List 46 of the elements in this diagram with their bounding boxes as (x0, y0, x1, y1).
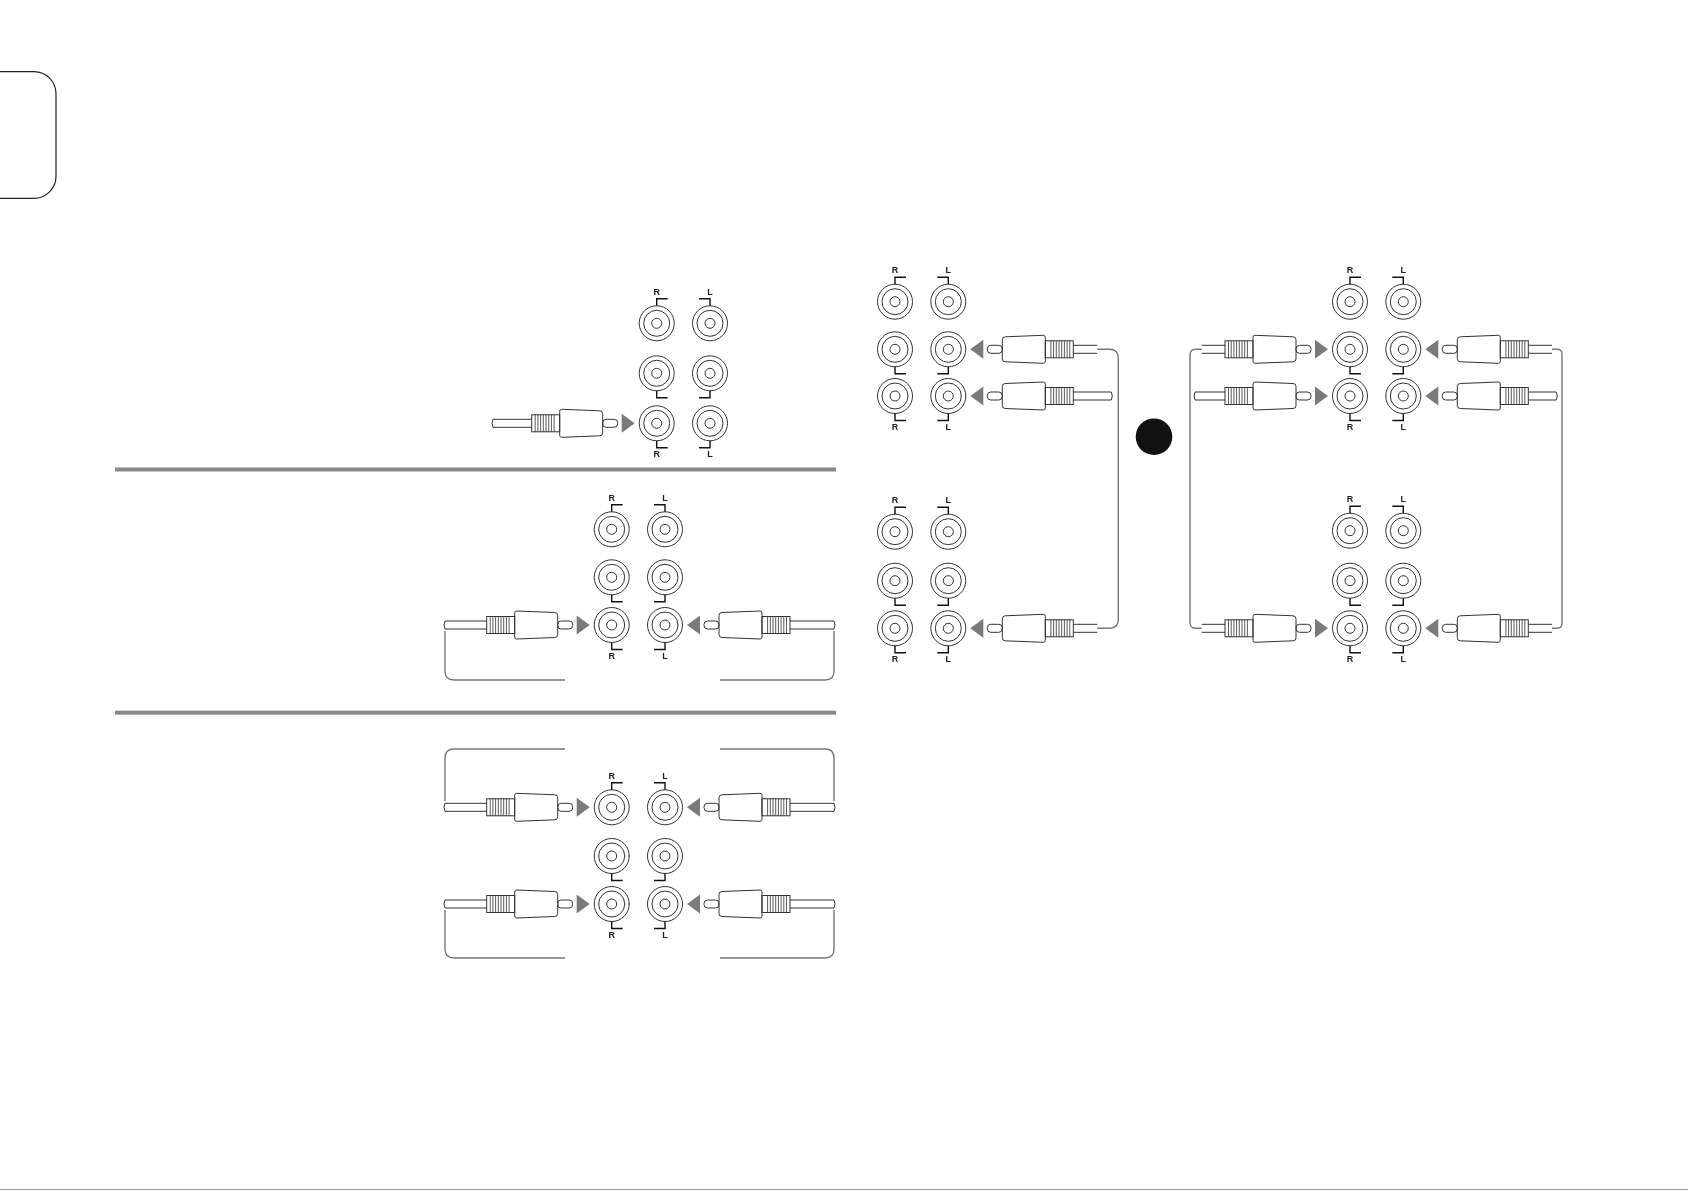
channel-label: L (662, 651, 668, 661)
channel-label: L (1400, 494, 1407, 504)
rca-plug-icon (491, 408, 619, 438)
rca-plug-icon (986, 381, 1113, 411)
channel-label: R (891, 265, 899, 275)
channel-label: R (1346, 265, 1354, 275)
cable-line (1189, 348, 1203, 629)
channel-label: L (1400, 265, 1407, 275)
rca-plug-icon (443, 792, 574, 822)
channel-label: L (707, 449, 713, 459)
rca-plug-icon (1441, 381, 1558, 411)
rca-plug-icon (1201, 334, 1312, 364)
channel-label: L (662, 771, 668, 781)
channel-label: L (945, 495, 952, 505)
channel-label: R (891, 422, 899, 432)
rca-plug-icon (703, 792, 836, 822)
channel-label: R (608, 651, 615, 661)
channel-label: R (891, 495, 899, 505)
channel-label: R (1346, 422, 1354, 432)
channel-label: R (653, 287, 660, 297)
channel-label: L (662, 493, 668, 503)
rca-plug-icon (1441, 334, 1553, 364)
channel-label: L (707, 287, 713, 297)
cable-line (1551, 348, 1563, 629)
channel-label: L (945, 654, 952, 664)
rca-plug-icon (443, 889, 574, 919)
rca-plug-icon (1193, 381, 1312, 411)
channel-label: R (608, 493, 615, 503)
channel-label: R (891, 654, 899, 664)
rca-plug-icon (703, 610, 836, 640)
channel-label: R (1346, 654, 1354, 664)
channel-label: R (608, 930, 615, 940)
rca-plug-icon (1201, 613, 1312, 643)
channel-label: R (608, 771, 615, 781)
channel-label: L (945, 265, 952, 275)
channel-label: R (653, 449, 660, 459)
rca-plug-icon (986, 334, 1098, 364)
rca-plug-icon (443, 610, 574, 640)
rca-plug-icon (1441, 613, 1553, 643)
channel-label: R (1346, 494, 1354, 504)
channel-label: L (662, 930, 668, 940)
channel-label: L (945, 422, 952, 432)
channel-label: L (1400, 422, 1407, 432)
rca-plug-icon (703, 889, 836, 919)
channel-label: L (1400, 654, 1407, 664)
rca-plug-icon (986, 613, 1098, 643)
